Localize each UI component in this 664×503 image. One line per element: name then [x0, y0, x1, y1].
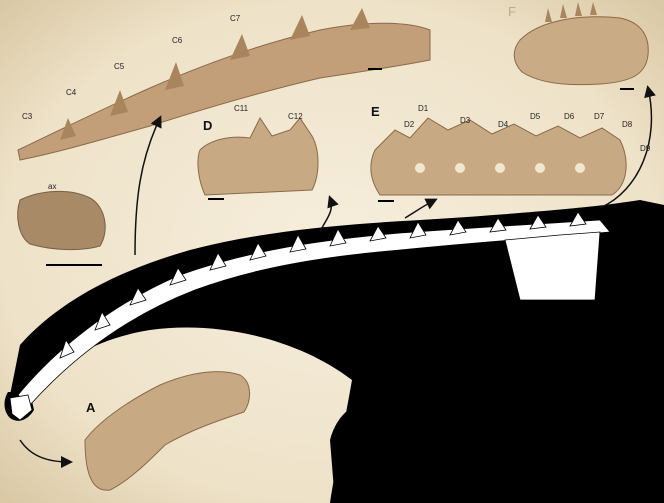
vertebra-label-d6: D6	[564, 112, 574, 121]
dorsal-series-specimen	[371, 118, 626, 202]
skull-specimen	[85, 372, 250, 491]
vertebra-label-c12: C12	[288, 112, 303, 121]
sacral-specimen	[514, 2, 648, 90]
vertebra-label-c6: C6	[172, 36, 182, 45]
vertebra-label-c3: C3	[22, 112, 32, 121]
posterior-cervical-specimen	[198, 118, 318, 200]
vertebra-label-c7: C7	[230, 14, 240, 23]
vertebra-label-d9: D9	[640, 144, 650, 153]
vertebra-label-d1: D1	[418, 104, 428, 113]
axis-label: ax	[48, 182, 56, 191]
axis-specimen	[18, 191, 106, 266]
vertebra-label-d8: D8	[622, 120, 632, 129]
arrow-to-skull	[20, 440, 70, 462]
vertebra-label-d7: D7	[594, 112, 604, 121]
vertebra-label-c11: C11	[234, 104, 248, 113]
arrow-to-cervical-series	[135, 118, 160, 255]
panel-label-d: D	[203, 118, 212, 133]
panel-label-e: E	[371, 104, 380, 119]
vertebra-label-d5: D5	[530, 112, 540, 121]
arrow-to-dorsal-series	[405, 200, 435, 218]
cervical-series-specimen	[18, 8, 430, 160]
vertebra-label-d2: D2	[404, 120, 414, 129]
vertebra-label-c5: C5	[114, 62, 124, 71]
vertebra-label-d4: D4	[498, 120, 508, 129]
panel-label-a: A	[86, 400, 95, 415]
vertebra-label-d3: D3	[460, 116, 470, 125]
panel-label-f: F	[508, 4, 516, 19]
vertebra-label-c4: C4	[66, 88, 76, 97]
